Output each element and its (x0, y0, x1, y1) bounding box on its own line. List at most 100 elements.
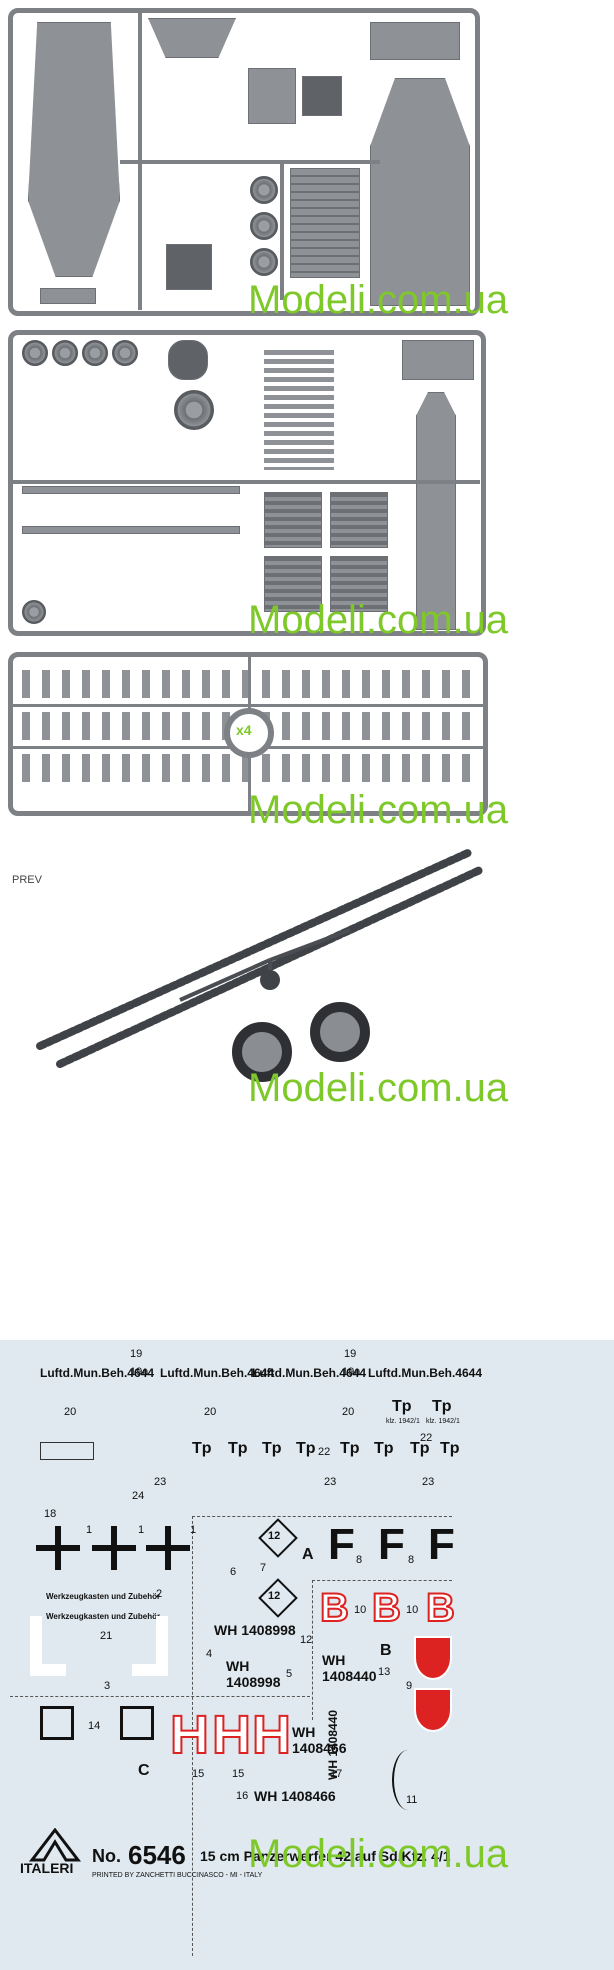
kz-decal: klz. 1942/1 (426, 1418, 460, 1425)
decal-number: 22 (318, 1446, 331, 1458)
kit-number: 6546 (128, 1840, 186, 1870)
decal-number: 14 (88, 1720, 101, 1732)
track-links-row (22, 754, 482, 782)
sprue-runner (138, 10, 142, 310)
sprue-panel-1: Modeli.com.ua (0, 0, 614, 330)
f-decal: F (428, 1520, 455, 1569)
engine-part (166, 244, 212, 290)
wheel-part (52, 340, 78, 366)
armor-plate-part (248, 68, 296, 124)
rubber-wheel (310, 1002, 370, 1062)
sprue-panel-3: x4 Modeli.com.ua (0, 650, 614, 830)
decal-number: 9 (406, 1680, 413, 1692)
wh-number-decal: WH 1408998 (226, 1658, 281, 1690)
printer-line: PRINTED BY ZANCHETTI BUCCINASCO - MI - I… (92, 1872, 263, 1879)
wheel-part (250, 176, 278, 204)
luftd-decal: Luftd.Mun.Beh.4644 (40, 1366, 155, 1380)
decal-number: 10 (354, 1604, 367, 1616)
decal-number: 2 (156, 1588, 163, 1600)
sprue-panel-2: Modeli.com.ua (0, 330, 614, 650)
watermark-text: Modeli.com.ua (248, 1832, 509, 1876)
decal-number: 10 (406, 1604, 419, 1616)
plate-part (402, 340, 474, 380)
b-decal: B (425, 1585, 456, 1631)
watermark-text: Modeli.com.ua (248, 788, 509, 830)
sprue-ring (224, 708, 274, 758)
f-decal: F (378, 1520, 405, 1569)
hull-side-part (28, 22, 120, 277)
decal-number: 6 (230, 1566, 237, 1578)
decal-number: 5 (286, 1668, 293, 1680)
wh-number-vertical-decal: WH 1408440 (326, 1709, 340, 1780)
wh-number-decal: WH 1408466 (292, 1724, 347, 1756)
decal-number: 23 (154, 1476, 167, 1488)
decal-number: 23 (324, 1476, 337, 1488)
h-decal: H (211, 1704, 252, 1766)
watermark-text: Modeli.com.ua (248, 598, 509, 642)
decal-sheet: 19 19 Luftd.Mun.Beh.4644 19a Luftd.Mun.B… (0, 1340, 614, 1970)
decal-number: 12 (300, 1634, 313, 1646)
decal-number: 3 (104, 1680, 111, 1692)
wheel-part (22, 600, 46, 624)
decal-number: 8 (408, 1554, 415, 1566)
decal-section (192, 1516, 452, 1517)
decal-number: 24 (132, 1490, 145, 1502)
f-decal: F (328, 1520, 355, 1569)
track-part (290, 168, 360, 278)
tp-decal: Tp (228, 1440, 248, 1457)
rocket-tubes (264, 492, 322, 548)
decal-number: 13 (378, 1666, 391, 1678)
sprue-runner (120, 160, 380, 164)
b-decal: B (371, 1585, 402, 1631)
small-parts-row (264, 350, 334, 470)
track-preview-panel: PREV Modeli.com.ua (0, 830, 614, 1340)
tp-decal: Tp (432, 1398, 452, 1415)
tp-decal: Tp (192, 1440, 212, 1457)
decal-number: 11 (406, 1794, 418, 1806)
wheel-part (250, 248, 278, 276)
rocket-tubes (330, 556, 388, 612)
diamond-number: 12 (268, 1590, 281, 1602)
decal-number: 18 (44, 1508, 57, 1520)
decal-number: 4 (206, 1648, 213, 1660)
brand-name: ITALERI (20, 1860, 74, 1876)
decal-section (312, 1580, 452, 1581)
decal-section (192, 1516, 193, 1956)
prev-label: PREV (12, 874, 42, 886)
decal-section (312, 1580, 313, 1720)
luftd-decal: Luftd.Mun.Beh.4644 (368, 1366, 483, 1380)
tp-decal: Tp (392, 1398, 412, 1415)
decal-number: 19a (342, 1366, 361, 1378)
decal-number: 19 (130, 1348, 143, 1360)
quantity-badge: x4 (236, 722, 252, 738)
wh-number-decal: WH 1408466 (254, 1788, 336, 1804)
decal-number: 22 (420, 1432, 433, 1444)
decal-section (10, 1696, 310, 1697)
hatch-part (168, 340, 208, 380)
corner-mark-decal (30, 1616, 66, 1676)
decal-number: 20 (64, 1406, 77, 1418)
long-hull-part (416, 392, 456, 630)
decal-number: 20 (342, 1406, 355, 1418)
tp-decal: Tp (410, 1440, 430, 1457)
h-decal: H (169, 1704, 210, 1766)
tp-decal: Tp (296, 1440, 316, 1457)
kz-decal: klz. 1942/1 (386, 1418, 420, 1425)
wheel-part (250, 212, 278, 240)
decal-number: 8 (356, 1554, 363, 1566)
wh-number-decal: WH 1408440 (322, 1652, 377, 1684)
section-letter: C (138, 1762, 150, 1779)
tp-decal: Tp (374, 1440, 394, 1457)
h-decal: H (251, 1704, 292, 1766)
watermark-text: Modeli.com.ua (248, 278, 509, 322)
small-plate (40, 288, 96, 304)
balkenkreuz-decal (92, 1526, 136, 1570)
track-links-row (22, 670, 482, 698)
corner-mark-decal (132, 1616, 168, 1676)
sprue-runner (10, 480, 480, 484)
rocket-symbol-decal (40, 1706, 74, 1740)
tp-decal: Tp (340, 1440, 360, 1457)
chassis-frame (22, 526, 240, 534)
decal-number: 1 (86, 1524, 93, 1536)
pinup-figure-decal (392, 1750, 424, 1810)
